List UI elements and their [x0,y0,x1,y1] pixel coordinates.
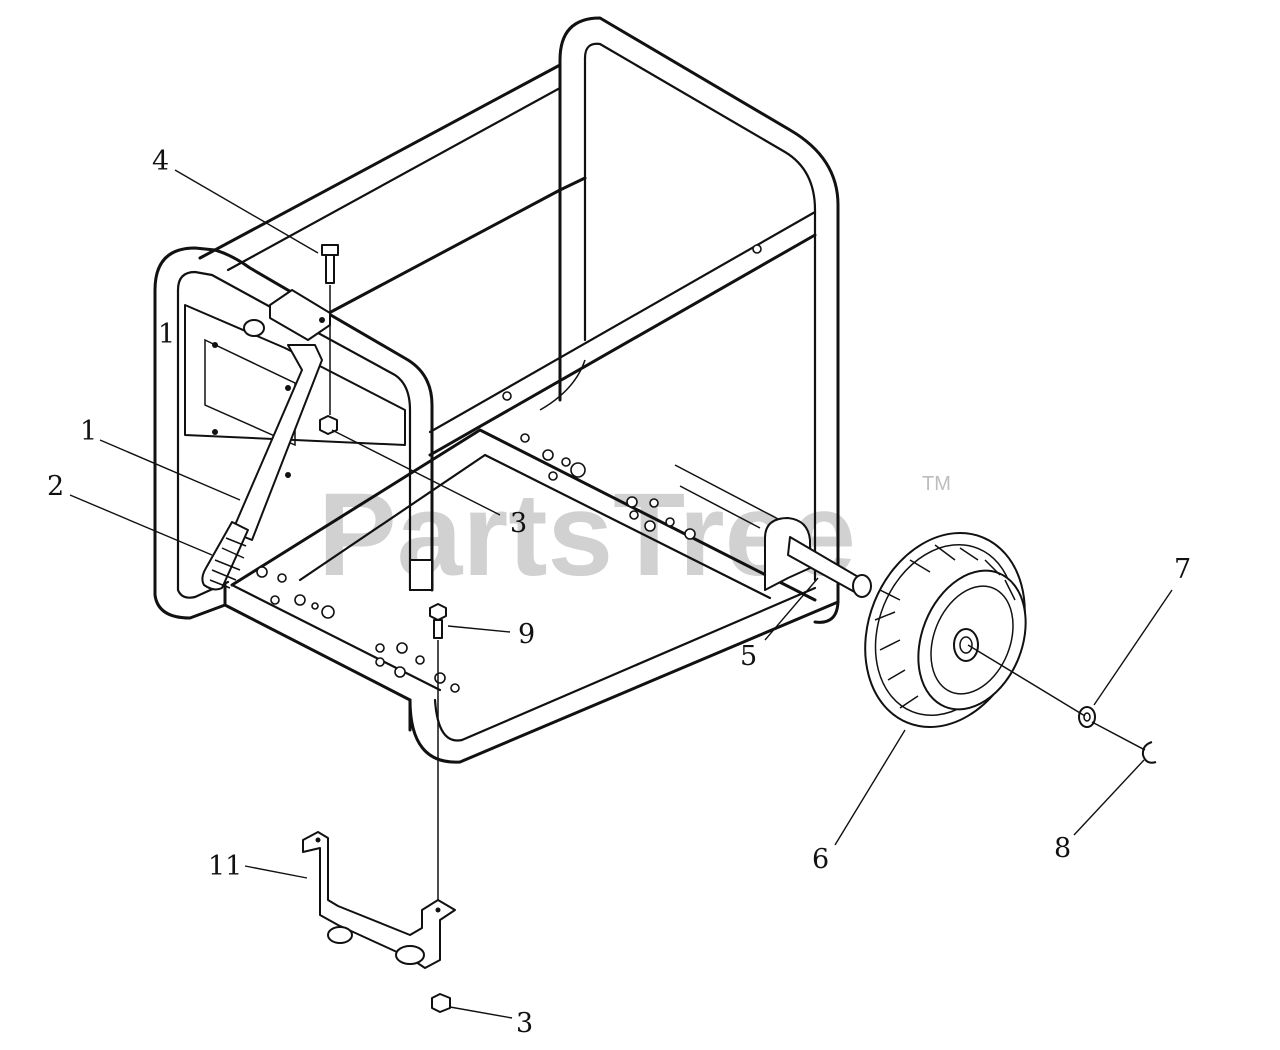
callout-3-upper: 3 [510,508,527,539]
washer [1078,706,1096,728]
foot-bracket [302,831,456,969]
callouts: 4 1 1 2 3 9 5 6 7 8 11 3 [47,146,1191,1039]
bottom-nut [431,993,451,1013]
base-holes [256,433,696,693]
top-rails [198,63,817,457]
nut [319,415,338,435]
callout-11: 11 [208,851,242,882]
callout-7: 7 [1174,554,1191,585]
bolt-4 [321,244,339,415]
handle [201,344,323,591]
rear-frame [558,16,840,624]
callout-1-lower: 1 [80,416,97,447]
callout-5: 5 [740,641,757,672]
retaining-clip [1141,741,1157,764]
leader-lines [69,169,1173,1019]
control-panel [184,304,586,478]
callout-6: 6 [812,844,829,875]
callout-2: 2 [47,471,64,502]
front-post [409,559,433,591]
wheel [864,532,1027,728]
callout-1-upper: 1 [158,319,175,350]
callout-4: 4 [152,146,169,177]
handle-bracket [243,289,331,341]
callout-8: 8 [1054,833,1071,864]
axle [674,464,872,598]
watermark-tm: TM [922,473,951,495]
bolt-9 [429,603,447,905]
callout-3-lower: 3 [516,1008,533,1039]
callout-9: 9 [518,619,535,650]
